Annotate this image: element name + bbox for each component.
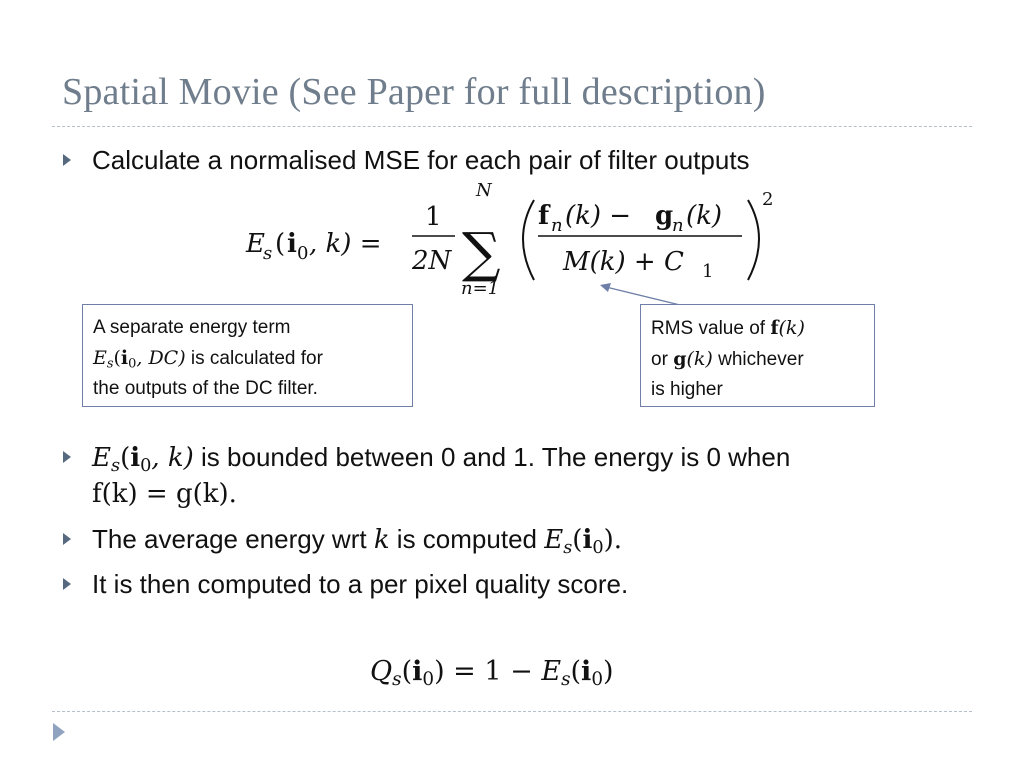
- callout-right-pre: RMS value of: [651, 318, 771, 339]
- callout-left-arg-open: (: [113, 347, 121, 369]
- formula-q-open: (: [401, 656, 413, 687]
- formula-bottom-open: (: [570, 656, 582, 687]
- bullet-2-i: i: [130, 443, 141, 473]
- bullet-3-mid: is computed: [389, 524, 545, 554]
- bullet-2-e-sub: s: [110, 455, 121, 476]
- bullet-3-i-sub: 0: [592, 537, 604, 558]
- callout-left-line2-rest: is calculated for: [185, 348, 323, 369]
- formula-lhs-e-sub: s: [263, 243, 272, 264]
- formula-bottom-end: ): [603, 656, 614, 687]
- bullet-3-e-sub: s: [563, 537, 573, 558]
- formula-sum-upper: N: [475, 180, 493, 201]
- formula-sum-lower: n=1: [461, 278, 499, 299]
- formula-frac-num: 1: [425, 202, 442, 232]
- formula-num-f: f: [538, 201, 551, 231]
- bullet-1-text: Calculate a normalised MSE for each pair…: [92, 145, 750, 175]
- callout-left-i-sub: 0: [128, 356, 137, 372]
- formula-q-i-sub: 0: [422, 669, 435, 691]
- formula-right-paren: [747, 199, 760, 281]
- callout-left-arg-end: , DC): [136, 347, 186, 369]
- formula-sum-symbol: ∑: [462, 221, 501, 284]
- formula-q-sub: s: [392, 669, 402, 691]
- callout-right-or: or: [651, 349, 674, 370]
- formula-num-g-sub: n: [672, 215, 684, 236]
- bullet-2-e: E: [92, 443, 111, 473]
- formula-q-i: i: [412, 656, 423, 687]
- next-slide-icon[interactable]: [53, 723, 65, 741]
- bullet-triangle-icon: [63, 154, 71, 166]
- callout-left-e-sub: s: [106, 356, 114, 372]
- formula-lhs-rest: , k) =: [309, 229, 381, 259]
- callout-pointer-arrowhead: [600, 283, 611, 292]
- formula-den: M(k) + C: [562, 247, 684, 277]
- callout-left-e: E: [93, 347, 107, 369]
- callout-right-line2: or g(k) whichever: [651, 344, 864, 375]
- callout-right-line3: is higher: [651, 379, 723, 400]
- quality-score-formula: Qs(i0) = 1 − Es(i0): [370, 654, 614, 689]
- bullet-2-equation: f(k) = g(k).: [92, 479, 237, 509]
- formula-frac-den: 2N: [411, 246, 453, 276]
- callout-left-line3: the outputs of the DC filter.: [93, 378, 318, 399]
- bullet-2-text: Es(i0, k) is bounded between 0 and 1. Th…: [92, 440, 790, 475]
- formula-num-mid: (k) −: [565, 201, 631, 231]
- title-divider: [52, 126, 972, 127]
- bullet-3-e: E: [544, 525, 564, 555]
- bullet-3-end: ).: [603, 525, 622, 555]
- callout-dc-energy: A separate energy term Es(i0, DC) is cal…: [82, 304, 413, 407]
- bullet-2-open: (: [120, 443, 131, 473]
- bullet-2-line2: f(k) = g(k).: [92, 476, 237, 511]
- callout-right-f-arg: (k): [778, 317, 805, 339]
- slide-title: Spatial Movie (See Paper for full descri…: [62, 71, 766, 113]
- callout-left-line1: A separate energy term: [93, 317, 291, 338]
- bullet-3-i: i: [582, 525, 593, 555]
- callout-left-line2: Es(i0, DC) is calculated for: [93, 343, 402, 374]
- callout-right-f: f: [770, 317, 779, 339]
- formula-left-paren: [522, 199, 535, 281]
- formula-bottom-e: E: [541, 656, 562, 687]
- formula-lhs-i-sub: 0: [297, 243, 308, 264]
- callout-rms-value: RMS value of f(k) or g(k) whichever is h…: [640, 304, 875, 407]
- bullet-triangle-icon: [63, 578, 71, 590]
- bullet-triangle-icon: [63, 533, 71, 545]
- bullet-4-text: It is then computed to a per pixel quali…: [92, 569, 629, 599]
- bullet-3-k: k: [373, 525, 390, 555]
- callout-right-g: g: [673, 348, 687, 370]
- footer-divider: [52, 711, 972, 712]
- bullet-2-rest: is bounded between 0 and 1. The energy i…: [193, 442, 791, 472]
- formula-lhs-i: i: [287, 229, 297, 259]
- formula-lhs-e: E: [245, 229, 265, 259]
- bullet-3-open: (: [572, 525, 583, 555]
- callout-left-i: i: [120, 347, 129, 369]
- formula-num-g: g: [655, 201, 673, 231]
- formula-q-rest: ) = 1 −: [434, 656, 542, 687]
- formula-num-f-sub: n: [551, 215, 563, 236]
- formula-bottom-e-sub: s: [561, 669, 571, 691]
- formula-power: 2: [762, 189, 773, 210]
- formula-lhs-open: (: [275, 229, 285, 259]
- formula-num-end: (k): [686, 201, 722, 231]
- formula-bottom-i-sub: 0: [591, 669, 603, 691]
- formula-bottom-i: i: [581, 656, 592, 687]
- bullet-3-pre: The average energy wrt: [92, 524, 374, 554]
- formula-q: Q: [370, 656, 393, 687]
- bullet-2-args-end: , k): [151, 443, 194, 473]
- bullet-3-text: The average energy wrt k is computed Es(…: [92, 522, 622, 557]
- callout-right-g-arg: (k): [686, 348, 713, 370]
- callout-right-whichever: whichever: [712, 349, 804, 370]
- bullet-2-i-sub: 0: [140, 455, 152, 476]
- callout-pointer-line: [605, 286, 681, 306]
- bullet-triangle-icon: [63, 451, 71, 463]
- callout-right-line1: RMS value of f(k): [651, 313, 864, 344]
- formula-den-sub: 1: [702, 261, 713, 282]
